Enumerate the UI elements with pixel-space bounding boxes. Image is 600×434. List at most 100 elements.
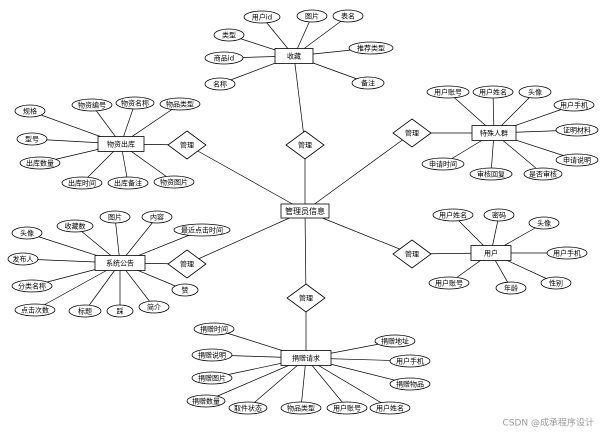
- attribute-label-special_group: 用户账号: [434, 88, 462, 97]
- attribute-label-announcement: 发布人: [13, 255, 34, 264]
- relationship-diamond-announcement: [167, 249, 207, 279]
- attribute-label-user: 用户账号: [435, 279, 463, 288]
- attribute-label-announcement: 图片: [108, 213, 122, 222]
- attribute-label-announcement: 简介: [147, 303, 161, 312]
- attribute-ellipse-donation_request: [326, 401, 368, 415]
- attribute-ellipse-donation_request: [191, 371, 233, 385]
- attribute-label-announcement: 分类名称: [18, 282, 46, 291]
- attribute-ellipse-warehouse: [61, 176, 103, 190]
- relationship-label-user: 管理: [405, 250, 419, 259]
- attribute-ellipse-announcement: [11, 226, 43, 240]
- attribute-label-donation_request: 用户姓名: [376, 404, 404, 413]
- attribute-ellipse-warehouse: [153, 175, 195, 189]
- attribute-ellipse-special_group: [553, 98, 595, 112]
- relationship-label-favorites: 管理: [298, 141, 312, 150]
- attribute-label-warehouse: 物资编号: [78, 101, 106, 110]
- entity-label-warehouse: 物资出库: [107, 140, 135, 149]
- attribute-ellipse-favorites: [213, 28, 245, 42]
- attribute-label-donation_request: 捐赠物品: [396, 380, 424, 389]
- attribute-label-donation_request: 捐赠时间: [200, 325, 228, 334]
- attribute-ellipse-special_group: [421, 157, 465, 171]
- attribute-ellipse-favorites: [351, 76, 385, 90]
- attribute-label-donation_request: 捐赠说明: [198, 351, 226, 360]
- attribute-label-donation_request: 用户账号: [333, 404, 361, 413]
- entity-label-announcement: 系统公告: [106, 259, 134, 268]
- attribute-label-announcement: 标题: [78, 307, 92, 316]
- attribute-label-special_group: 用户手机: [560, 101, 588, 110]
- attribute-ellipse-user: [483, 208, 515, 222]
- attribute-ellipse-special_group: [426, 85, 470, 99]
- attribute-ellipse-announcement: [68, 304, 102, 318]
- attribute-ellipse-donation_request: [389, 377, 431, 391]
- entity-box-donation_request: [280, 350, 332, 366]
- entity-box-favorites: [274, 48, 314, 64]
- attribute-label-announcement: 点击次数: [21, 306, 49, 315]
- attribute-ellipse-announcement: [11, 279, 53, 293]
- relationship-diamond-warehouse: [167, 130, 207, 160]
- attribute-ellipse-warehouse: [14, 104, 46, 118]
- attribute-label-donation_request: 用户手机: [396, 357, 424, 366]
- attribute-ellipse-user: [428, 276, 470, 290]
- attribute-ellipse-announcement: [106, 304, 134, 318]
- attribute-ellipse-announcement: [7, 252, 39, 266]
- attribute-ellipse-favorites: [204, 51, 244, 65]
- attribute-label-favorites: 推荐类型: [357, 44, 385, 53]
- attribute-label-warehouse: 物资图片: [160, 178, 188, 187]
- attribute-label-announcement: 收藏数: [65, 222, 86, 231]
- attribute-ellipse-warehouse: [115, 96, 155, 110]
- attribute-label-donation_request: 捐赠地址: [381, 337, 409, 346]
- attribute-ellipse-donation_request: [186, 394, 226, 408]
- relationship-label-warehouse: 管理: [180, 141, 194, 150]
- attribute-label-warehouse: 出库数量: [26, 159, 54, 168]
- attribute-label-favorites: 用户id: [252, 13, 272, 22]
- attribute-ellipse-warehouse: [107, 176, 149, 190]
- attribute-label-favorites: 商品id: [214, 54, 234, 63]
- attribute-ellipse-warehouse: [16, 132, 48, 146]
- entity-box-announcement: [94, 255, 146, 271]
- attribute-label-announcement: 内容: [150, 213, 164, 222]
- attribute-ellipse-user: [432, 208, 474, 222]
- attribute-ellipse-donation_request: [374, 334, 416, 348]
- entity-box-special_group: [471, 125, 517, 141]
- attribute-label-special_group: 证明材料: [563, 126, 591, 135]
- attribute-label-user: 密码: [492, 211, 506, 220]
- attribute-ellipse-donation_request: [280, 401, 322, 415]
- attribute-ellipse-special_group: [518, 85, 552, 99]
- relationship-diamond-special_group: [392, 118, 432, 148]
- attribute-ellipse-donation_request: [193, 322, 235, 336]
- attribute-label-favorites: 类型: [222, 31, 236, 40]
- attribute-label-warehouse: 出库备注: [114, 179, 142, 188]
- attribute-ellipse-user: [528, 216, 560, 230]
- relationship-label-donation_request: 管理: [299, 294, 313, 303]
- attribute-ellipse-favorites: [204, 77, 236, 91]
- attribute-ellipse-favorites: [348, 41, 394, 55]
- attribute-label-announcement: 最近点击时间: [181, 226, 223, 235]
- attribute-ellipse-user: [495, 281, 527, 295]
- attribute-label-user: 用户手机: [553, 249, 581, 258]
- attribute-ellipse-announcement: [14, 303, 56, 317]
- attribute-ellipse-special_group: [555, 153, 599, 167]
- attribute-ellipse-favorites: [296, 9, 328, 23]
- attribute-label-user: 性别: [549, 279, 563, 288]
- attribute-label-special_group: 是否审核: [529, 170, 557, 179]
- relationship-label-announcement: 管理: [180, 260, 194, 269]
- attribute-label-warehouse: 物品类型: [166, 100, 194, 109]
- attribute-ellipse-announcement: [173, 223, 231, 237]
- attribute-ellipse-warehouse: [19, 156, 61, 170]
- attribute-ellipse-announcement: [171, 283, 199, 297]
- attribute-label-user: 头像: [537, 219, 551, 228]
- center-entity-box: [280, 203, 330, 219]
- attribute-ellipse-donation_request: [191, 348, 233, 362]
- attribute-label-favorites: 表名: [341, 12, 355, 21]
- attribute-ellipse-user: [540, 276, 572, 290]
- attribute-label-favorites: 图片: [305, 12, 319, 21]
- entity-box-warehouse: [97, 136, 145, 152]
- attribute-ellipse-special_group: [472, 85, 514, 99]
- relationship-diamond-favorites: [285, 130, 325, 160]
- attribute-ellipse-favorites: [243, 10, 281, 24]
- attribute-ellipse-announcement: [56, 219, 94, 233]
- relationship-diamond-user: [392, 239, 432, 269]
- relationship-label-special_group: 管理: [405, 129, 419, 138]
